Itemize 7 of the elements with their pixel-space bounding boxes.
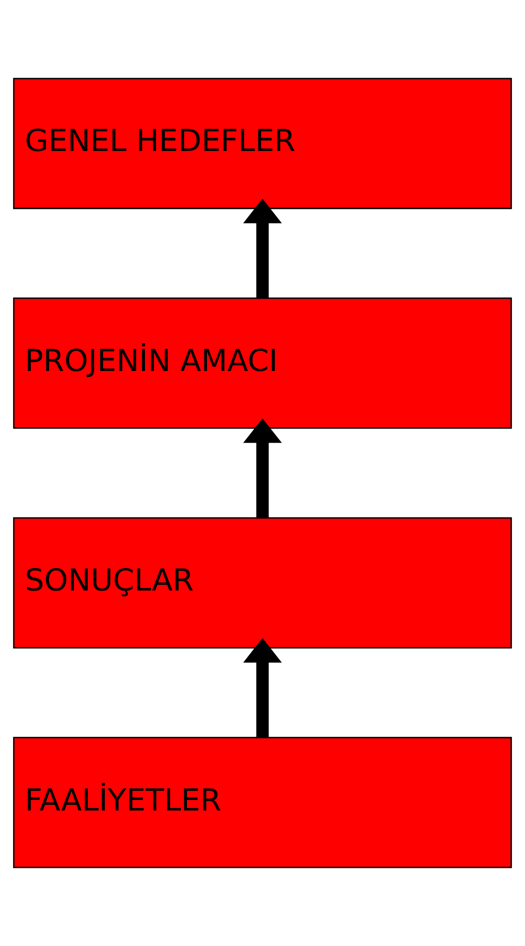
node-box: GENEL HEDEFLER xyxy=(13,78,512,210)
arrow xyxy=(243,198,282,298)
node-box: SONUÇLAR xyxy=(13,517,512,648)
node-box: PROJENİN AMACI xyxy=(13,298,512,429)
arrow xyxy=(243,638,282,738)
arrow xyxy=(243,418,282,518)
node-box: FAALİYETLER xyxy=(13,736,512,868)
